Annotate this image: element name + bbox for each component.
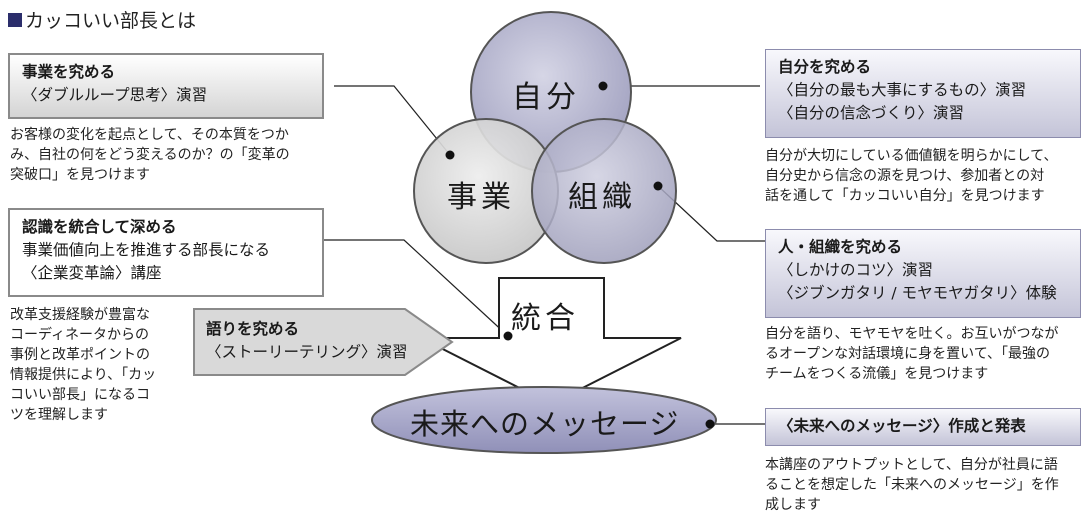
circle-business-label: 事業 bbox=[447, 180, 515, 215]
people-box: 人・組織を究める 〈しかけのコツ〉演習 〈ジブンガタリ / モヤモヤガタリ〉体験 bbox=[765, 229, 1081, 318]
self-description: 自分が大切にしている価値観を明らかにして、 自分史から信念の源を見つけ、参加者と… bbox=[765, 148, 1058, 204]
self-box: 自分を究める 〈自分の最も大事にするもの〉演習 〈自分の信念づくり〉演習 bbox=[765, 49, 1081, 138]
dot-organization bbox=[653, 181, 663, 191]
connector-organization bbox=[657, 185, 765, 242]
business-box: 事業を究める 〈ダブルループ思考〉演習 bbox=[8, 53, 324, 119]
dot-recognition bbox=[503, 331, 513, 341]
circle-organization-label: 組織 bbox=[568, 180, 636, 215]
message-box-heading: 〈未来へのメッセージ〉作成と発表 bbox=[778, 417, 1026, 435]
connector-recognition bbox=[324, 239, 509, 337]
future-message-label: 未来へのメッセージ bbox=[410, 407, 680, 441]
recognition-description: 改革支援経験が豊富な コーディネータからの 事例と改革ポイントの 情報提供により… bbox=[10, 307, 157, 423]
recognition-box-heading: 認識を統合して深める bbox=[22, 218, 177, 236]
business-box-line: 〈ダブルループ思考〉演習 bbox=[22, 86, 208, 104]
page-title: カッコいい部長とは bbox=[8, 6, 196, 33]
recognition-box: 認識を統合して深める 事業価値向上を推進する部長になる 〈企業変革論〉講座 bbox=[8, 208, 324, 297]
integration-label: 統合 bbox=[511, 301, 579, 336]
connector-business bbox=[334, 85, 451, 156]
message-description: 本講座のアウトプットとして、自分が社員に語 ることを想定した「未来へのメッセージ… bbox=[765, 457, 1059, 513]
future-message-ellipse bbox=[371, 386, 717, 454]
page-title-text: カッコいい部長とは bbox=[25, 10, 197, 32]
message-box: 〈未来へのメッセージ〉作成と発表 bbox=[765, 408, 1081, 446]
integration-arrow bbox=[420, 277, 682, 406]
story-box-heading: 語りを究める bbox=[206, 320, 300, 338]
business-box-heading: 事業を究める bbox=[22, 63, 116, 81]
dot-business bbox=[445, 150, 455, 160]
dot-self bbox=[598, 81, 608, 91]
self-box-heading: 自分を究める bbox=[778, 58, 872, 76]
people-description: 自分を語り、モヤモヤを吐く。お互いがつなが るオープンな対話環境に身を置いて、「… bbox=[765, 326, 1059, 382]
story-box: 語りを究める 〈ストーリーテリング〉演習 bbox=[206, 320, 408, 361]
business-description: お客様の変化を起点として、その本質をつか み、自社の何をどう変えるのか？の「変革… bbox=[10, 127, 290, 183]
story-arrow-shape bbox=[193, 308, 454, 376]
circle-self-label: 自分 bbox=[512, 80, 580, 115]
circle-organization bbox=[531, 118, 677, 264]
people-box-heading: 人・組織を究める bbox=[778, 238, 903, 256]
dot-message bbox=[705, 419, 715, 429]
title-square-icon bbox=[8, 12, 22, 27]
